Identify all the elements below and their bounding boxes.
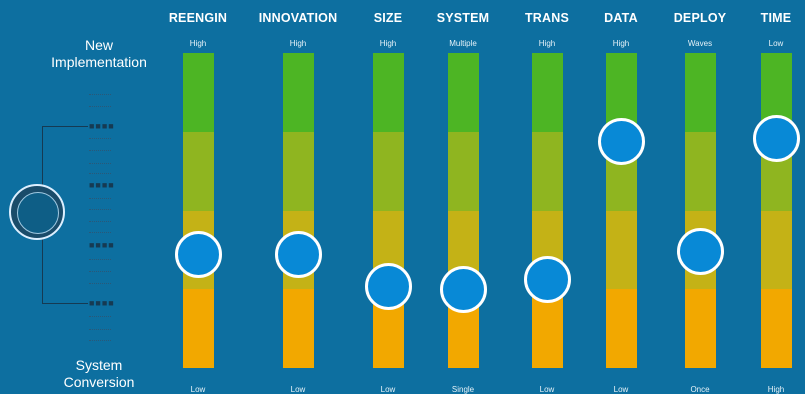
level-top-trans: High bbox=[538, 39, 556, 48]
column-title-trans: TRANS bbox=[524, 11, 570, 25]
track-band-3 bbox=[605, 210, 637, 290]
tree-tick bbox=[89, 106, 111, 108]
tree-tick bbox=[89, 94, 111, 96]
tree-tick bbox=[89, 340, 111, 342]
track-band-1 bbox=[182, 53, 214, 132]
slider-knob-time[interactable] bbox=[752, 114, 800, 162]
track-band-1 bbox=[282, 53, 314, 132]
column-title-innovation: INNOVATION bbox=[258, 11, 338, 25]
level-bottom-deploy: Once bbox=[690, 385, 710, 394]
level-bottom-data: Low bbox=[613, 385, 629, 394]
track-band-2 bbox=[282, 131, 314, 211]
slider-knob-size[interactable] bbox=[364, 262, 412, 310]
track-band-1 bbox=[372, 53, 404, 132]
tree-branch-2 bbox=[42, 303, 88, 304]
slider-knob-innovation[interactable] bbox=[274, 231, 322, 279]
level-top-deploy: Waves bbox=[687, 39, 713, 48]
level-bottom-reengin: Low bbox=[190, 385, 206, 394]
tree-tick bbox=[89, 209, 111, 211]
tree-tick bbox=[89, 221, 111, 223]
tree-branch-1 bbox=[42, 126, 88, 127]
track-band-4 bbox=[684, 289, 716, 368]
level-top-reengin: High bbox=[189, 39, 207, 48]
track-band-4 bbox=[182, 289, 214, 368]
slider-track-innovation[interactable] bbox=[282, 53, 314, 368]
column-title-reengin: REENGIN bbox=[168, 11, 228, 25]
tree-tick bbox=[89, 259, 111, 261]
tree-tick bbox=[89, 329, 111, 331]
tree-dots-2: ■■■■ bbox=[89, 180, 115, 190]
level-bottom-size: Low bbox=[380, 385, 396, 394]
tree-tick bbox=[89, 173, 111, 175]
track-band-2 bbox=[447, 131, 479, 211]
track-band-1 bbox=[531, 53, 563, 132]
slider-knob-reengin[interactable] bbox=[174, 231, 222, 279]
tree-tick bbox=[89, 232, 111, 234]
slider-track-trans[interactable] bbox=[531, 53, 563, 368]
slider-track-deploy[interactable] bbox=[684, 53, 716, 368]
level-top-innovation: High bbox=[289, 39, 307, 48]
side-label-system-conversion: System Conversion bbox=[63, 357, 135, 390]
track-band-1 bbox=[684, 53, 716, 132]
column-title-time: TIME bbox=[760, 11, 792, 25]
slider-track-data[interactable] bbox=[605, 53, 637, 368]
tree-tick bbox=[89, 271, 111, 273]
slider-knob-deploy[interactable] bbox=[676, 227, 724, 275]
column-title-system: SYSTEM bbox=[436, 11, 490, 25]
slider-track-reengin[interactable] bbox=[182, 53, 214, 368]
column-title-size: SIZE bbox=[373, 11, 403, 25]
level-top-time: Low bbox=[768, 39, 784, 48]
tree-dots-4: ■■■■ bbox=[89, 298, 115, 308]
track-band-4 bbox=[760, 289, 792, 368]
track-band-4 bbox=[605, 289, 637, 368]
slider-knob-trans[interactable] bbox=[523, 256, 571, 304]
level-top-data: High bbox=[612, 39, 630, 48]
track-band-2 bbox=[182, 131, 214, 211]
level-bottom-time: High bbox=[767, 385, 785, 394]
level-top-system: Multiple bbox=[449, 39, 477, 48]
slider-knob-data[interactable] bbox=[597, 117, 645, 165]
level-bottom-system: Single bbox=[451, 385, 475, 394]
column-title-data: DATA bbox=[604, 11, 638, 25]
tree-tick bbox=[89, 316, 111, 318]
tree-tick bbox=[89, 138, 111, 140]
logo-icon bbox=[9, 184, 65, 240]
track-band-1 bbox=[447, 53, 479, 132]
track-band-2 bbox=[531, 131, 563, 211]
tree-tick bbox=[89, 283, 111, 285]
slider-track-time[interactable] bbox=[760, 53, 792, 368]
tree-tick bbox=[89, 150, 111, 152]
side-label-new-implementation: New Implementation bbox=[51, 37, 147, 70]
level-bottom-innovation: Low bbox=[290, 385, 306, 394]
tree-tick bbox=[89, 198, 111, 200]
level-bottom-trans: Low bbox=[539, 385, 555, 394]
tree-dots-3: ■■■■ bbox=[89, 240, 115, 250]
level-top-size: High bbox=[379, 39, 397, 48]
tree-tick bbox=[89, 163, 111, 165]
track-band-3 bbox=[760, 210, 792, 290]
slider-knob-system[interactable] bbox=[439, 265, 487, 313]
slider-track-system[interactable] bbox=[447, 53, 479, 368]
track-band-2 bbox=[684, 131, 716, 211]
slider-track-size[interactable] bbox=[372, 53, 404, 368]
track-band-2 bbox=[372, 131, 404, 211]
track-band-4 bbox=[282, 289, 314, 368]
tree-dots-1: ■■■■ bbox=[89, 121, 115, 131]
logo-inner-icon bbox=[17, 192, 59, 234]
column-title-deploy: DEPLOY bbox=[673, 11, 727, 25]
